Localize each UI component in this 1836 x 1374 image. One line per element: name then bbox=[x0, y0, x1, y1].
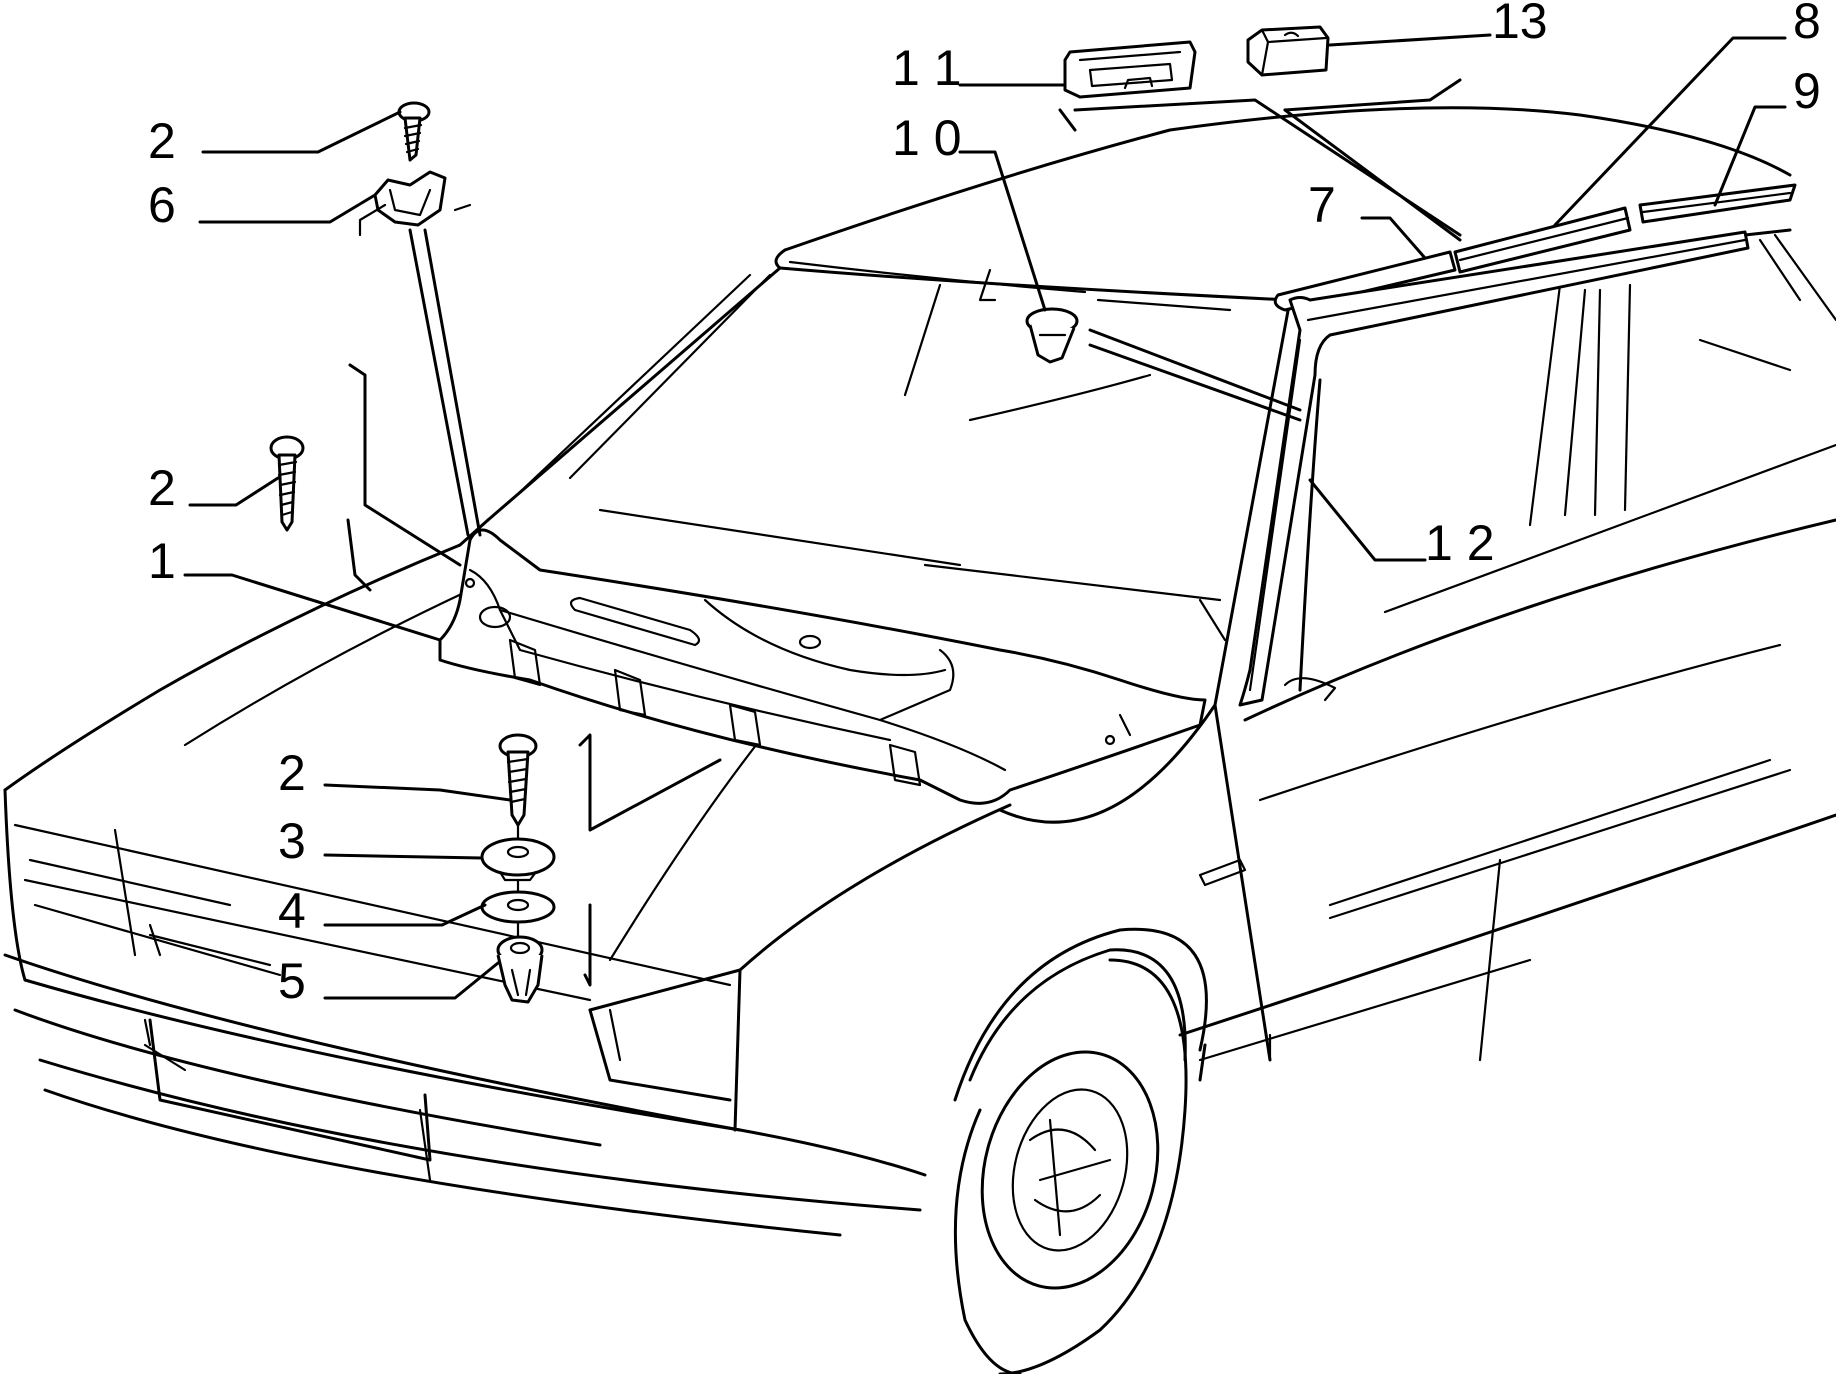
callout-10: 1 0 bbox=[892, 110, 962, 166]
leader-3 bbox=[323, 853, 484, 860]
leader-6 bbox=[198, 193, 377, 224]
grommet-part-5 bbox=[496, 935, 544, 1004]
grommet-part-10 bbox=[1025, 307, 1079, 364]
callout-7: 7 bbox=[1308, 177, 1336, 233]
cowl-panel-part-1 bbox=[438, 528, 1207, 805]
leader-9 bbox=[1713, 105, 1787, 207]
leader-8 bbox=[1553, 36, 1787, 227]
screw-part-2-lower bbox=[498, 733, 538, 842]
callout-5: 5 bbox=[278, 953, 306, 1009]
car-body-outline bbox=[3, 106, 1836, 1374]
leader-2-low bbox=[323, 783, 512, 802]
connector-part-11 bbox=[1063, 40, 1197, 99]
callout-2-middle: 2 bbox=[148, 460, 176, 516]
callout-12: 1 2 bbox=[1425, 515, 1495, 571]
cap-part-13 bbox=[1246, 25, 1330, 77]
leader-5 bbox=[323, 961, 500, 1000]
roof-moulding-part-8 bbox=[1453, 206, 1632, 274]
callout-2-lower: 2 bbox=[278, 745, 306, 801]
screw-part-2-top bbox=[397, 101, 431, 162]
leader-2-mid bbox=[188, 476, 280, 507]
callout-13: 13 bbox=[1492, 0, 1548, 49]
roof-moulding-part-9 bbox=[1638, 183, 1797, 224]
leader-12 bbox=[1308, 478, 1427, 562]
callout-labels: 1 2 2 2 3 4 5 6 7 8 9 1 0 1 1 1 2 13 bbox=[148, 0, 1821, 1009]
screw-part-2-middle bbox=[269, 435, 305, 532]
leader-1 bbox=[183, 573, 442, 642]
leader-2-top bbox=[201, 110, 402, 154]
callout-6: 6 bbox=[148, 177, 176, 233]
leader-lines bbox=[183, 33, 1787, 1000]
callout-8: 8 bbox=[1793, 0, 1821, 49]
callout-1: 1 bbox=[148, 533, 176, 589]
leader-10 bbox=[958, 150, 1047, 312]
callout-9: 9 bbox=[1793, 63, 1821, 119]
leader-13 bbox=[1328, 33, 1492, 47]
roof-moulding-part-7 bbox=[1273, 250, 1457, 312]
callout-4: 4 bbox=[278, 883, 306, 939]
clip-part-6 bbox=[358, 170, 472, 237]
leader-4 bbox=[323, 903, 487, 927]
leader-7 bbox=[1360, 216, 1427, 260]
callout-2-top: 2 bbox=[148, 113, 176, 169]
callout-3: 3 bbox=[278, 813, 306, 869]
callout-11: 1 1 bbox=[892, 40, 962, 96]
pillar-moulding-part-12 bbox=[1238, 230, 1750, 707]
